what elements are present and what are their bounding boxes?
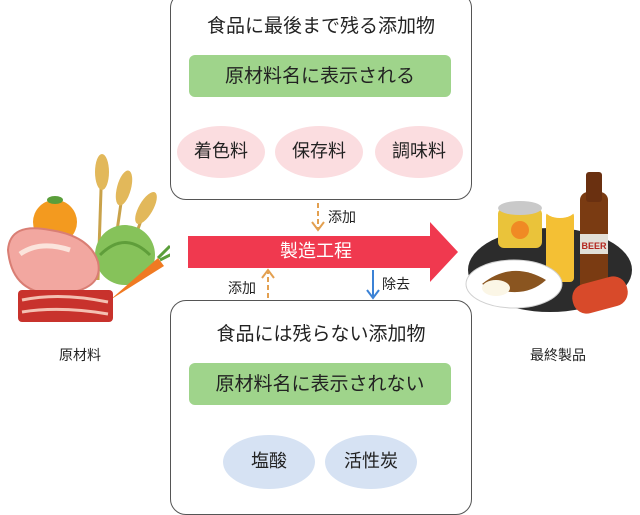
beer-label: BEER [581,241,607,251]
additive-pill-seasoning: 調味料 [375,126,463,178]
top-panel: 食品に最後まで残る添加物 原材料名に表示される 着色料 保存料 調味料 [170,0,472,200]
curry-plate-icon [465,259,563,309]
remove-label: 除去 [382,277,410,293]
additive-pill-hydrochloric-acid: 塩酸 [223,435,315,489]
raw-ingredients-illustration [6,154,170,322]
can-icon [498,201,542,248]
beer-bottle-icon: BEER [580,172,608,292]
final-products-illustration: BEER [465,172,632,314]
bottom-panel-title: 食品には残らない添加物 [216,323,426,345]
beer-glass-icon [545,202,575,282]
add-label-bottom: 添加 [228,281,256,297]
bottom-panel: 食品には残らない添加物 原材料名に表示されない 塩酸 活性炭 [170,300,472,515]
additive-pill-colorant: 着色料 [177,126,265,178]
meat-icon [6,227,100,296]
process-label: 製造工程 [280,241,352,262]
right-caption: 最終製品 [530,348,586,364]
top-panel-title: 食品に最後まで残る添加物 [206,15,435,37]
carrot-icon [110,258,164,300]
cabbage-icon [95,225,155,285]
sausage-icon [572,276,628,314]
add-label-top: 添加 [328,210,356,226]
additive-pill-preservative: 保存料 [275,126,363,178]
process-arrow [188,222,458,282]
top-panel-bar: 原材料名に表示される [189,55,451,97]
additive-pill-activated-carbon: 活性炭 [325,435,417,489]
left-caption: 原材料 [59,348,101,364]
bacon-icon [18,290,113,322]
bottom-panel-bar: 原材料名に表示されない [189,363,451,405]
